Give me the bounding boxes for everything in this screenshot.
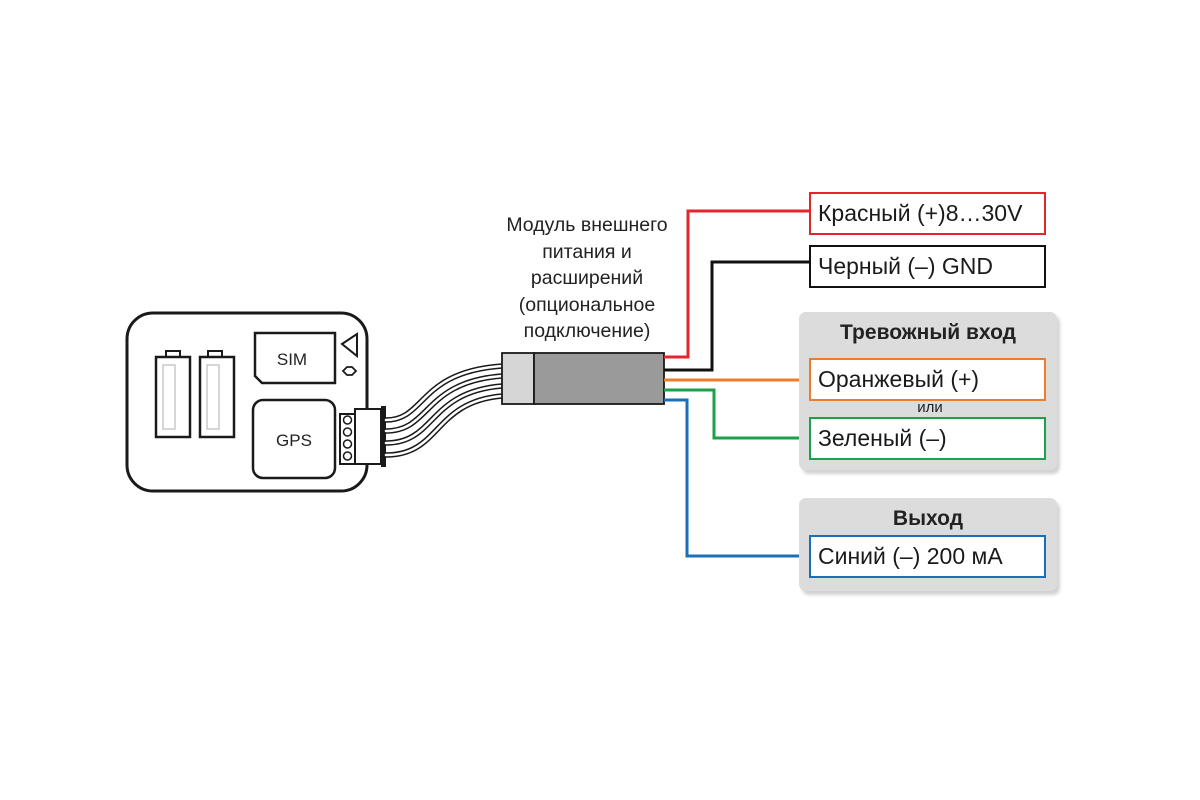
triangle-icon	[340, 332, 358, 359]
blue-wire	[664, 398, 810, 558]
module-caption-line: расширений	[530, 267, 644, 289]
sim-label: SIM	[277, 350, 307, 369]
gps-label: GPS	[276, 431, 312, 450]
hexagon-icon	[341, 366, 358, 376]
green-wire-label-box: Зеленый (–)	[809, 417, 1046, 460]
device-connector	[339, 406, 386, 467]
module-caption: Модуль внешнего питания и расширений (оп…	[482, 212, 692, 345]
module-caption-line: (опциональное	[518, 293, 656, 316]
sim-slot	[253, 331, 337, 385]
blue-wire-label: Синий (–) 200 мА	[818, 543, 1003, 569]
black-wire	[664, 260, 810, 372]
red-wire-label: Красный (+)8…30V	[818, 200, 1023, 226]
module-caption-line: питания и	[542, 240, 632, 263]
blue-wire-label-box: Синий (–) 200 мА	[809, 535, 1046, 578]
or-label: или	[917, 399, 943, 416]
output-title: Выход	[892, 507, 964, 530]
red-wire	[664, 209, 810, 359]
black-wire-label: Черный (–) GND	[818, 253, 993, 279]
green-wire	[664, 388, 810, 440]
red-wire-label-box: Красный (+)8…30V	[809, 192, 1046, 235]
expansion-module	[501, 352, 665, 405]
orange-wire-label-box: Оранжевый (+)	[809, 358, 1046, 401]
gps-module	[251, 398, 337, 480]
battery-icon	[154, 350, 192, 439]
battery-icon	[198, 350, 236, 439]
black-wire-label-box: Черный (–) GND	[809, 245, 1046, 288]
module-caption-line: Модуль внешнего	[506, 214, 668, 236]
orange-wire-label: Оранжевый (+)	[818, 366, 980, 392]
ribbon-cable	[383, 363, 505, 458]
green-wire-label: Зеленый (–)	[818, 425, 947, 451]
module-caption-line: подключение)	[523, 320, 651, 342]
alarm-input-title: Тревожный вход	[840, 321, 1016, 344]
